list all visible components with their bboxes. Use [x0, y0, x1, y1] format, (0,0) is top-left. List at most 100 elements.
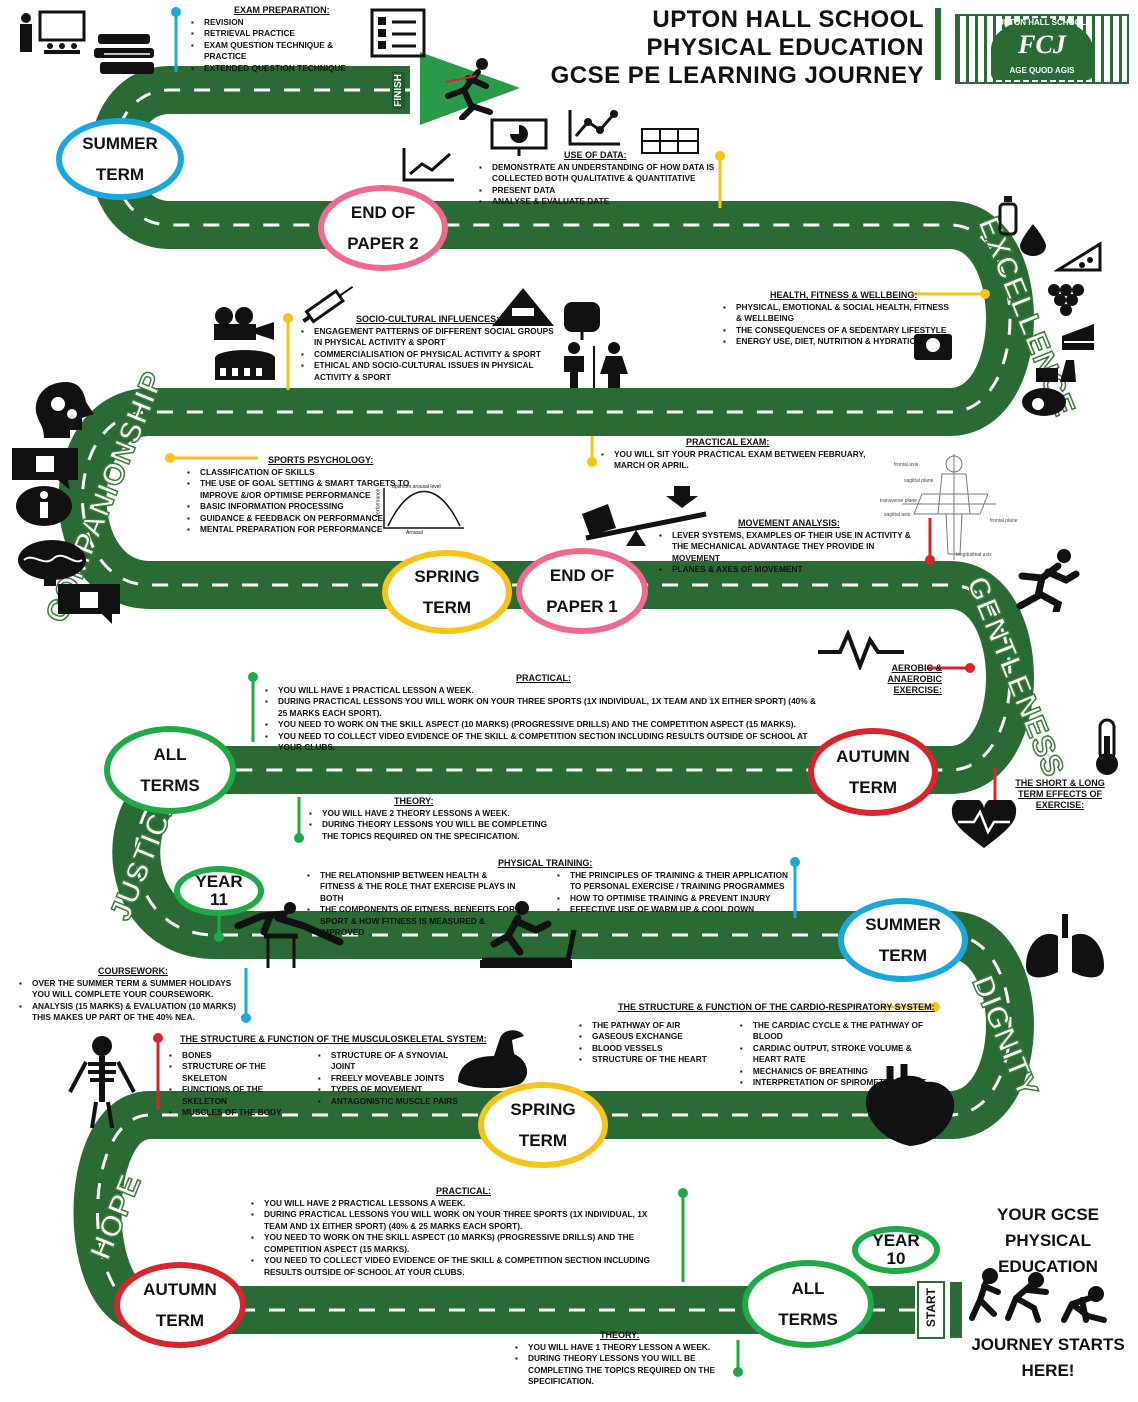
block-title: PRACTICAL:	[436, 1186, 491, 1196]
badge-line: SPRING	[510, 1100, 576, 1119]
journey-start-text: YOUR GCSE PHYSICAL EDUCATION JOURNEY STA…	[966, 1202, 1130, 1384]
block-title: COURSEWORK:	[98, 966, 168, 976]
fast-food-icon	[1036, 360, 1076, 382]
list-item: EXAM QUESTION TECHNIQUE & PRACTICE	[191, 40, 370, 63]
block-exam-preparation: EXAM PREPARATION: REVISIONRETRIEVAL PRAC…	[190, 5, 370, 74]
block-title: MOVEMENT ANALYSIS:	[738, 518, 840, 528]
list-item: EFFECTIVE USE OF WARM UP & COOL DOWN	[557, 904, 800, 916]
badge-line: ALL	[153, 745, 187, 764]
list-item: YOU NEED TO WORK ON THE SKILL ASPECT (10…	[251, 1232, 670, 1255]
trend-chart-icon	[402, 148, 454, 182]
list-item: YOU WILL HAVE 1 PRACTICAL LESSON A WEEK.	[265, 685, 824, 697]
list-item: HOW TO OPTIMISE TRAINING & PREVENT INJUR…	[557, 893, 800, 905]
block-coursework: COURSEWORK: OVER THE SUMMER TERM & SUMME…	[18, 966, 248, 1024]
list-item: THE RELATIONSHIP BETWEEN HEALTH & FITNES…	[307, 870, 520, 905]
grapes-icon	[1048, 284, 1084, 316]
pulse-icon	[818, 630, 904, 670]
list-item: STRUCTURE OF THE SKELETON	[169, 1061, 301, 1084]
list-item: MECHANICS OF BREATHING	[740, 1066, 934, 1078]
logo-monogram: FCJ	[1018, 30, 1066, 59]
pizza-icon	[1054, 241, 1102, 272]
list-item: FREELY MOVEABLE JOINTS	[318, 1073, 468, 1085]
block-practical-exam: PRACTICAL EXAM: YOU WILL SIT YOUR PRACTI…	[600, 437, 870, 472]
runner-icon	[445, 58, 493, 120]
block-health-fitness: HEALTH, FITNESS & WELLBEING: PHYSICAL, E…	[722, 290, 954, 348]
finish-label: FINISH	[392, 72, 405, 109]
list-item: RETRIEVAL PRACTICE	[191, 28, 370, 40]
list-item: GASEOUS EXCHANGE	[579, 1031, 719, 1043]
badge-line: TERMS	[778, 1310, 838, 1329]
dislike-chat-icon	[12, 448, 78, 490]
list-item: PRESENT DATA	[479, 185, 718, 197]
list-item: DURING PRACTICAL LESSONS YOU WILL WORK O…	[251, 1209, 670, 1232]
list-item: MENTAL PREPARATION FOR PERFORMANCE	[187, 524, 426, 536]
badge-autumn-term-y11: AUTUMN TERM	[808, 728, 938, 816]
bottle-icon	[998, 196, 1018, 236]
badge-spring-term-y10: SPRING TERM	[478, 1082, 608, 1168]
badge-line: SUMMER	[865, 915, 941, 934]
badge-line: TERM	[518, 1131, 568, 1150]
like-chat-icon	[58, 584, 120, 624]
block-socio-cultural: SOCIO-CULTURAL INFLUENCES: ENGAGEMENT PA…	[300, 314, 562, 383]
title-line-1: UPTON HALL SCHOOL	[652, 6, 924, 33]
info-icon	[16, 486, 72, 526]
list-item: THE PATHWAY OF AIR	[579, 1020, 719, 1032]
block-short-long-term: THE SHORT & LONG TERM EFFECTS OF EXERCIS…	[1002, 778, 1118, 811]
list-item: DEMONSTRATE AN UNDERSTANDING OF HOW DATA…	[479, 162, 718, 185]
list-item: STRUCTURE OF A SYNOVIAL JOINT	[318, 1050, 468, 1073]
badge-line: TERM	[848, 778, 898, 797]
block-title: AEROBIC & ANAEROBIC EXERCISE:	[887, 663, 942, 695]
teacher-icon	[20, 10, 86, 54]
axis-label: frontal plane	[990, 518, 1018, 524]
list-item: STRUCTURE OF THE HEART	[579, 1054, 719, 1066]
block-title: THEORY:	[394, 796, 434, 806]
list-item: DURING PRACTICAL LESSONS YOU WILL WORK O…	[265, 696, 824, 719]
list-item: BASIC INFORMATION PROCESSING	[187, 501, 426, 513]
people-icon	[564, 342, 628, 388]
journey-line: PHYSICAL	[1005, 1231, 1091, 1250]
lungs-icon	[1026, 914, 1104, 978]
list-item: PLANES & AXES OF MOVEMENT	[659, 564, 920, 576]
list-item: COMMERCIALISATION OF PHYSICAL ACTIVITY &…	[301, 349, 562, 361]
block-theory-y10: THEORY: YOU WILL HAVE 1 THEORY LESSON A …	[514, 1330, 738, 1388]
head-gears-icon	[35, 382, 94, 438]
badge-line: SPRING	[414, 567, 480, 586]
list-item: CARDIAC OUTPUT, STROKE VOLUME & HEART RA…	[740, 1043, 934, 1066]
list-item: CLASSIFICATION OF SKILLS	[187, 467, 426, 479]
graph-label-y: Performance	[375, 488, 382, 518]
heart-beat-icon	[951, 800, 1017, 848]
sprinter-icon	[1016, 549, 1080, 612]
list-item: OVER THE SUMMER TERM & SUMMER HOLIDAYS Y…	[19, 978, 248, 1001]
block-title: USE OF DATA:	[564, 150, 627, 160]
badge-line: PAPER 1	[546, 597, 618, 616]
thermometer-icon	[1096, 718, 1118, 775]
list-item: YOU WILL SIT YOUR PRACTICAL EXAM BETWEEN…	[601, 449, 870, 472]
block-movement-analysis: MOVEMENT ANALYSIS: LEVER SYSTEMS, EXAMPL…	[658, 518, 920, 576]
syringe-icon	[302, 285, 354, 324]
title-line-2: PHYSICAL EDUCATION	[646, 34, 924, 61]
list-item: YOU NEED TO WORK ON THE SKILL ASPECT (10…	[265, 719, 824, 731]
block-physical-training: PHYSICAL TRAINING: THE RELATIONSHIP BETW…	[306, 858, 806, 939]
bicep-icon	[458, 1030, 528, 1088]
block-title: THE STRUCTURE & FUNCTION OF THE MUSCULOS…	[180, 1034, 487, 1044]
skeleton-icon	[68, 1036, 136, 1128]
badge-line: AUTUMN	[836, 747, 910, 766]
axis-label: frontal axis	[894, 462, 919, 468]
doping-sign-icon	[492, 288, 554, 326]
hurdler-icon	[234, 902, 344, 968]
brain-icon	[18, 540, 86, 586]
list-item: PHYSICAL, EMOTIONAL & SOCIAL HEALTH, FIT…	[723, 302, 954, 325]
avocado-icon	[1022, 388, 1066, 416]
graph-label-x: Arousal	[406, 530, 423, 536]
presentation-icon	[490, 118, 548, 156]
list-item: FUNCTIONS OF THE SKELETON	[169, 1084, 301, 1107]
checklist-icon	[370, 8, 426, 58]
